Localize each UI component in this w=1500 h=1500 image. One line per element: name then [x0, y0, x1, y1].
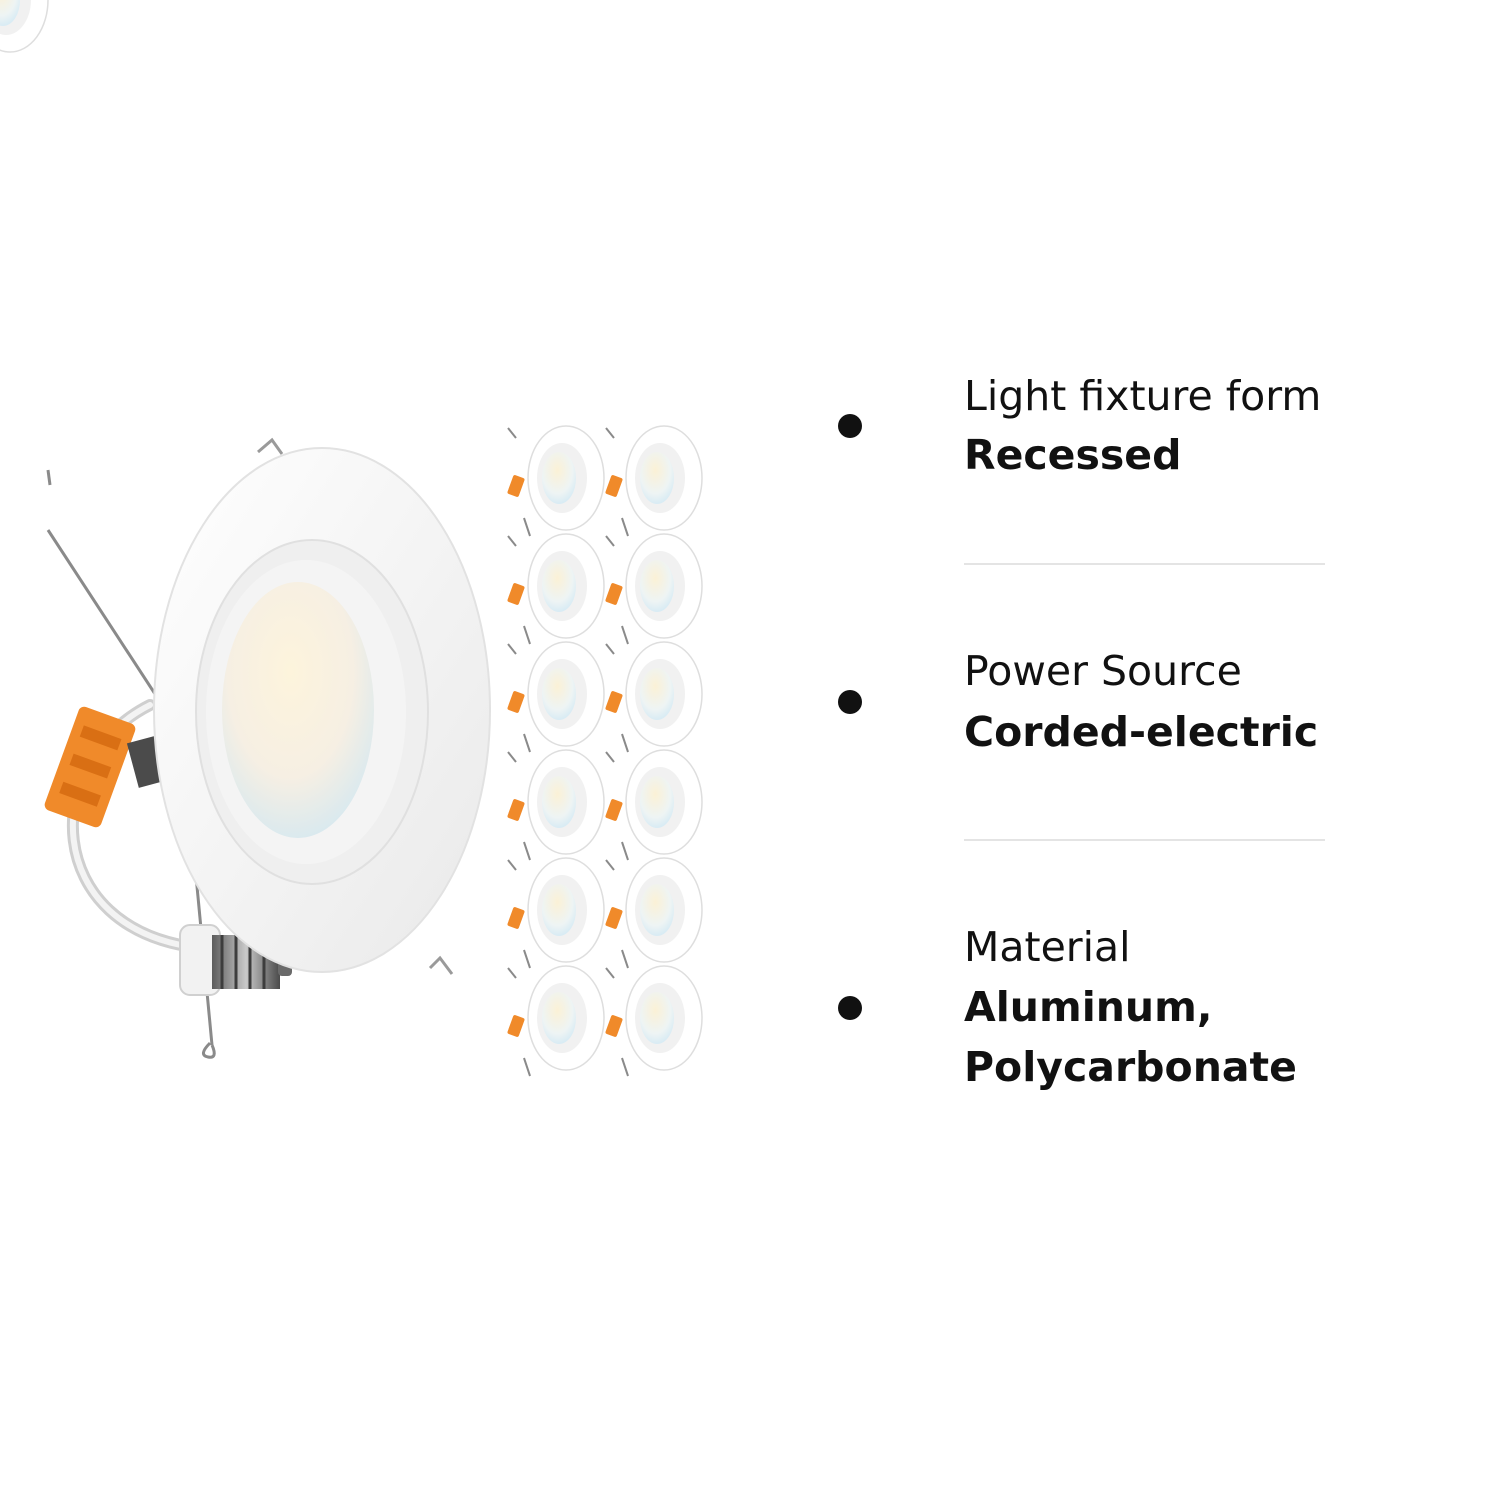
spec-divider [964, 563, 1325, 565]
downlight-pack-grid [0, 0, 703, 1077]
main-downlight-icon [44, 437, 491, 1059]
spec-divider [964, 839, 1325, 841]
product-illustration [0, 0, 703, 1077]
spec-label-power-source: Power Source [964, 647, 1242, 695]
bullet-icon [838, 414, 862, 438]
spec-value-recessed: Recessed [964, 431, 1182, 479]
spec-label-light-fixture-form: Light fixture form [964, 372, 1322, 420]
spec-value-material-line2: Polycarbonate [964, 1043, 1297, 1091]
spec-value-corded-electric: Corded-electric [964, 708, 1319, 756]
bullet-icon [838, 690, 862, 714]
spec-label-material: Material [964, 923, 1131, 971]
wire-connector-icon [44, 706, 136, 828]
spec-value-material-line1: Aluminum, [964, 983, 1213, 1031]
bullet-icon [838, 996, 862, 1020]
